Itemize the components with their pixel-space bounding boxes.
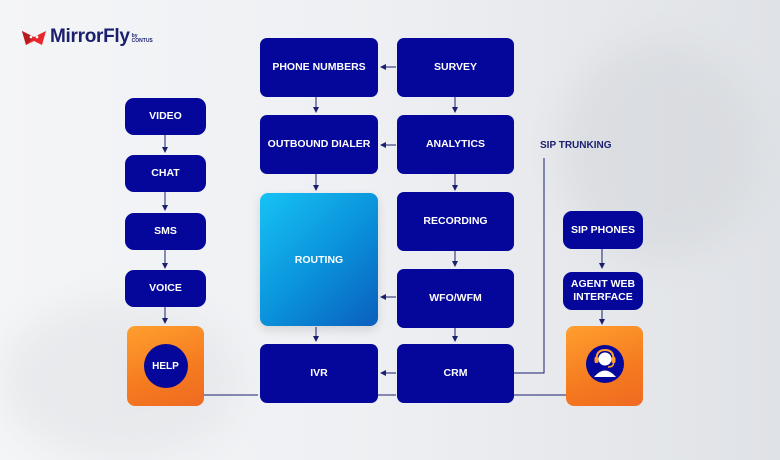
wfo-wfm-box: WFO/WFM [397, 269, 514, 328]
agent-headset-icon [585, 344, 625, 389]
crm-box: CRM [397, 344, 514, 403]
mirrorfly-logo-icon [22, 27, 46, 47]
connector-lines [162, 64, 605, 396]
sip-trunking-label: SIP TRUNKING [540, 140, 612, 151]
brand-sub-top: by [131, 33, 138, 39]
channel-sms: SMS [125, 213, 206, 250]
brand-sub-bottom: CONTUS [131, 38, 153, 44]
analytics-box: ANALYTICS [397, 115, 514, 174]
routing-box: ROUTING [260, 193, 378, 326]
help-tile: HELP [127, 326, 204, 406]
survey-box: SURVEY [397, 38, 514, 97]
agent-web-interface-box: AGENT WEB INTERFACE [563, 272, 643, 310]
brand-logo: MirrorFly by CONTUS [22, 26, 153, 48]
channel-chat: CHAT [125, 155, 206, 192]
brand-sub: by CONTUS [132, 34, 153, 44]
sip-phones-box: SIP PHONES [563, 211, 643, 249]
channel-voice: VOICE [125, 270, 206, 307]
recording-box: RECORDING [397, 192, 514, 251]
channel-video: VIDEO [125, 98, 206, 135]
phone-numbers-box: PHONE NUMBERS [260, 38, 378, 97]
help-badge: HELP [143, 344, 188, 388]
ivr-box: IVR [260, 344, 378, 403]
brand-name: MirrorFly [50, 26, 130, 47]
outbound-dialer-box: OUTBOUND DIALER [260, 115, 378, 174]
agent-tile [566, 326, 643, 406]
